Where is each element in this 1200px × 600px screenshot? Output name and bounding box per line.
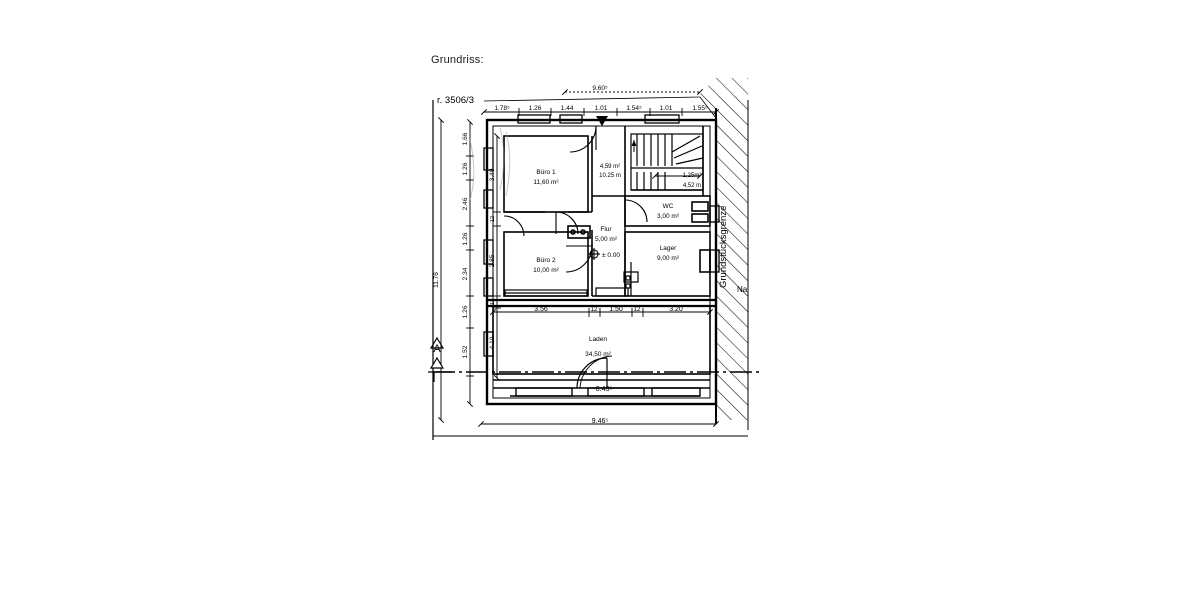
dim-inner-left-2: 12: [490, 216, 496, 222]
dim-mid-1: 3.56: [534, 306, 548, 313]
dim-mid-5: 3.20: [669, 306, 683, 313]
room-wc: [624, 195, 711, 227]
stair-area-length: 10.25 m: [599, 173, 621, 179]
room-label-laden: Laden: [589, 336, 607, 343]
counter-fixture: [504, 262, 639, 297]
room-area-lager: 9,00 m²: [657, 255, 680, 262]
dimension-top: [480, 88, 720, 126]
dim-bottom-overall: 9.46⁵: [592, 418, 609, 425]
dim-left-4: 1.26: [462, 232, 469, 245]
dim-left-overall: 11.76: [433, 272, 440, 288]
room-label-wc: WC: [663, 203, 674, 210]
stair-area-value: 4,59 m²: [600, 164, 620, 170]
room-area-wc: 3,00 m²: [657, 213, 680, 220]
dim-inner-left-3: 2.85: [489, 254, 496, 267]
dim-door-width: 8.43⁵: [596, 386, 613, 393]
dim-inner-left-5: 4.10: [489, 336, 496, 349]
room-area-laden: 34,50 m²: [585, 351, 611, 358]
room-buro-2: [503, 231, 589, 297]
room-flur: [592, 195, 626, 297]
level-datum-symbol: [588, 248, 600, 260]
stair-landing-length: 4,52 m: [683, 183, 701, 189]
dim-mid-3: 1.50: [609, 306, 623, 313]
staircase: [630, 133, 704, 191]
dim-top-overall: 9.60⁵: [592, 85, 608, 92]
section-marker-label: A: [433, 343, 441, 355]
dim-inner-left-1: 3.40: [489, 168, 496, 181]
room-area-flur: 5,00 m²: [595, 236, 618, 243]
door-swings: [503, 125, 648, 273]
room-area-buro-2: 10,00 m²: [533, 267, 559, 274]
partition-walls: [504, 136, 593, 296]
dim-left-1: 1.66: [462, 132, 469, 145]
dimension-door-width: [579, 355, 613, 389]
dim-inner-left-4: 12: [490, 299, 496, 305]
room-buro-1: [503, 135, 589, 213]
stair-landing-area: 1,25m²: [683, 173, 702, 179]
parcel-label: r. 3506/3: [437, 95, 474, 106]
dimension-inner-left-chain: [493, 132, 501, 382]
dim-top-1: 1.78⁵: [494, 105, 510, 112]
entrance-door-swing: [576, 357, 608, 389]
room-label-flur: Flur: [600, 226, 612, 233]
dim-mid-2: 12: [591, 307, 598, 313]
dimension-bottom: [433, 420, 748, 437]
dim-left-3: 2.46: [462, 197, 469, 210]
dim-top-7: 1.55⁵: [692, 105, 708, 112]
scan-artifacts: [469, 127, 511, 201]
dim-left-7: 1.52: [462, 345, 469, 358]
room-area-buro-1: 11,60 m²: [533, 179, 559, 186]
dim-top-4: 1.01: [595, 105, 608, 112]
room-label-lager: Lager: [660, 245, 677, 252]
stair-hall-walls: [624, 126, 704, 196]
dimension-mid-chain: [489, 308, 714, 317]
boundary-label: Grundstücksgrenze: [718, 206, 729, 288]
dim-left-2: 1.26: [462, 162, 469, 175]
shopfront: [493, 379, 710, 405]
dim-left-6: 1.26: [462, 305, 469, 318]
dim-top-6: 1.01: [660, 105, 673, 112]
room-label-buro-1: Büro 1: [536, 169, 556, 176]
room-lager: [624, 231, 711, 297]
dim-top-5: 1.54⁵: [626, 105, 642, 112]
dim-left-5: 2.34: [462, 267, 469, 280]
dim-top-3: 1.44: [561, 105, 574, 112]
dim-top-2: 1.26: [529, 105, 542, 112]
north-label: Na: [737, 285, 748, 294]
dimension-left-overall: [432, 100, 445, 440]
room-label-buro-2: Büro 2: [536, 257, 556, 264]
dim-mid-4: 12: [634, 307, 641, 313]
level-datum-label: ± 0.00: [602, 252, 620, 259]
page-title: Grundriss:: [431, 54, 484, 66]
